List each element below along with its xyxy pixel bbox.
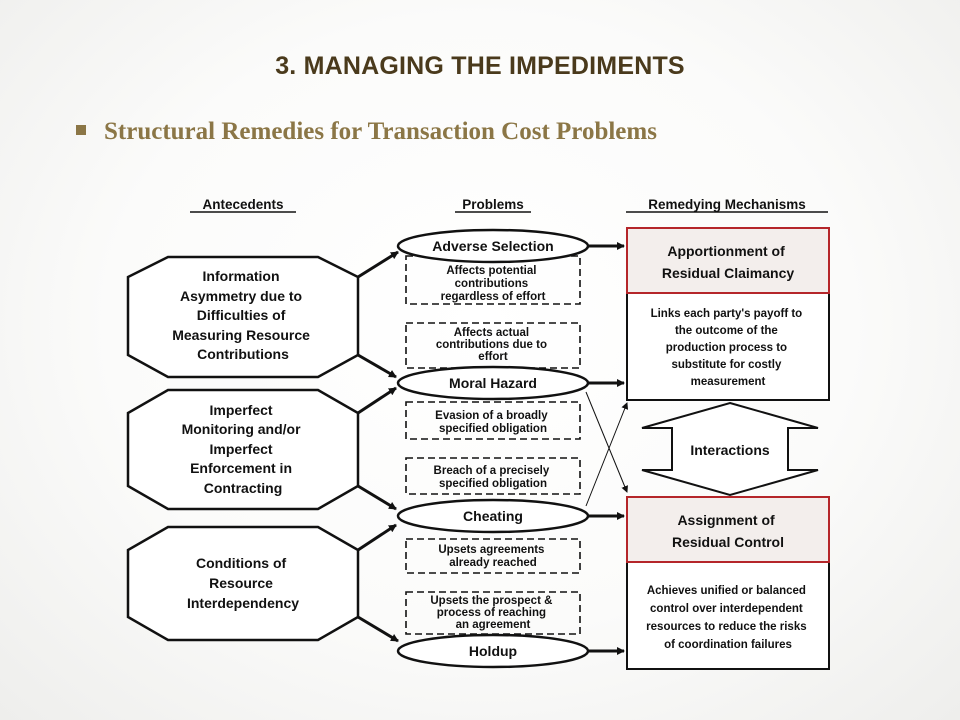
cross-arrows	[585, 391, 629, 507]
mechanism-residual-control: Assignment of Residual Control Achieves …	[626, 496, 830, 670]
header-mechanisms: Remedying Mechanisms	[648, 197, 806, 212]
header-problems: Problems	[462, 197, 524, 212]
header-antecedents: Antecedents	[202, 197, 283, 212]
problem-notes: Affects potential contributions regardle…	[405, 255, 581, 635]
slide-subtitle: Structural Remedies for Transaction Cost…	[76, 118, 657, 146]
mechanism-residual-claimancy: Apportionment of Residual Claimancy Link…	[626, 227, 830, 401]
svg-text:Moral Hazard: Moral Hazard	[449, 375, 537, 391]
svg-text:Adverse Selection: Adverse Selection	[432, 238, 553, 254]
svg-text:Conditions of Resource: Conditions of Resource Interdependency	[187, 555, 299, 611]
svg-text:Information Asymmetry du: Information Asymmetry due to Difficultie…	[172, 268, 314, 362]
svg-text:Holdup: Holdup	[469, 643, 517, 659]
svg-text:Apportionment of Residua: Apportionment of Residual Claimancy	[662, 243, 794, 281]
svg-text:Affects actual contribut: Affects actual contributions due to effo…	[436, 327, 550, 363]
problem-arrows	[588, 242, 625, 655]
svg-text:Interactions: Interactions	[690, 442, 770, 458]
problem-moral-hazard: Moral Hazard	[396, 365, 590, 401]
svg-text:Achieves unified or balanced: Achieves unified or balanced control ove…	[646, 585, 810, 651]
svg-text:Affects potential contri: Affects potential contributions regardle…	[441, 265, 546, 303]
square-bullet-icon	[76, 125, 86, 136]
antecedent-resource-interdependency: Conditions of Resource Interdependency	[126, 525, 360, 642]
problem-adverse-selection: Adverse Selection	[396, 228, 590, 264]
svg-text:Upsets the prospect & pr: Upsets the prospect & process of reachin…	[430, 595, 555, 631]
svg-text:Imperfect Monitoring and: Imperfect Monitoring and/or Imperfect En…	[182, 402, 305, 496]
slide-title: 3. MANAGING THE IMPEDIMENTS	[275, 52, 685, 80]
antecedent-imperfect-monitoring: Imperfect Monitoring and/or Imperfect En…	[126, 388, 360, 511]
antecedent-arrows	[357, 250, 399, 643]
svg-text:Links each party's payoff to: Links each party's payoff to the outcome…	[651, 308, 806, 388]
interactions-double-arrow: Interactions	[641, 401, 819, 497]
svg-text:Breach of a precisely sp: Breach of a precisely specified obligati…	[434, 465, 553, 490]
svg-text:Upsets agreements alread: Upsets agreements already reached	[438, 544, 547, 569]
subtitle-text: Structural Remedies for Transaction Cost…	[104, 118, 657, 145]
antecedent-information-asymmetry: Information Asymmetry due to Difficultie…	[126, 255, 360, 379]
svg-text:Cheating: Cheating	[463, 508, 523, 524]
svg-text:Evasion of a broadly spe: Evasion of a broadly specified obligatio…	[435, 410, 551, 435]
problem-holdup: Holdup	[396, 633, 590, 669]
problem-cheating: Cheating	[396, 498, 590, 534]
svg-text:Assignment of Residual C: Assignment of Residual Control	[672, 512, 784, 550]
